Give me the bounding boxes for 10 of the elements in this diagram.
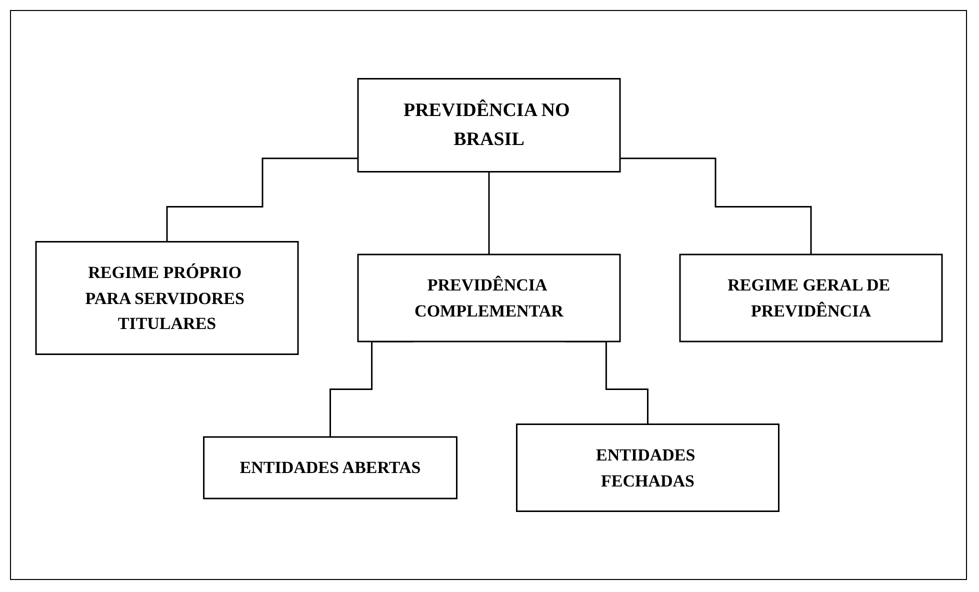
node-box	[356, 78, 620, 172]
node-box	[202, 436, 457, 500]
connector	[488, 171, 490, 256]
node-box	[516, 424, 779, 512]
page-frame: PREVIDÊNCIA NO BRASIL REGIME PRÓPRIO PARA SERVIDORES TITULARES PREVIDÊNCIA COMPLEMENTAR REGIME GERAL DE PREVIDÊNCIA ENTIDADES ABERTAS ENTIDADES FECHADAS	[10, 10, 967, 580]
node-box	[356, 254, 620, 342]
node-box	[34, 241, 298, 355]
connector	[620, 158, 812, 256]
node-box	[678, 254, 942, 342]
connector	[166, 158, 358, 242]
